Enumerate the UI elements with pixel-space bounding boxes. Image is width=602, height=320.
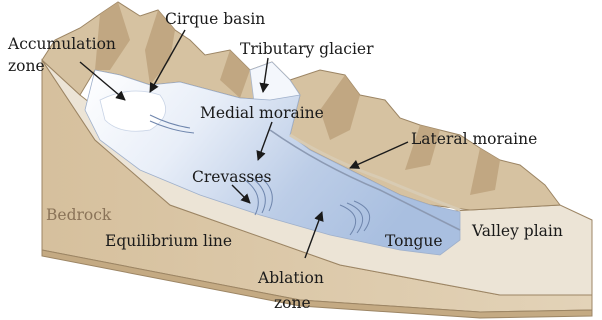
label-cirque-basin: Cirque basin (165, 10, 265, 28)
label-accumulation-zone-line1: Accumulation (7, 35, 116, 53)
label-valley-plain: Valley plain (471, 222, 563, 240)
label-tributary-glacier: Tributary glacier (240, 40, 374, 58)
label-medial-moraine: Medial moraine (200, 104, 324, 122)
label-ablation-zone-line2: zone (274, 294, 311, 312)
label-bedrock: Bedrock (46, 206, 112, 224)
label-accumulation-zone-line2: zone (8, 57, 45, 75)
label-equilibrium-line: Equilibrium line (105, 232, 232, 250)
label-ablation-zone-line1: Ablation (257, 269, 324, 287)
label-lateral-moraine: Lateral moraine (411, 130, 537, 148)
label-crevasses: Crevasses (192, 168, 272, 186)
label-tongue: Tongue (385, 232, 443, 250)
